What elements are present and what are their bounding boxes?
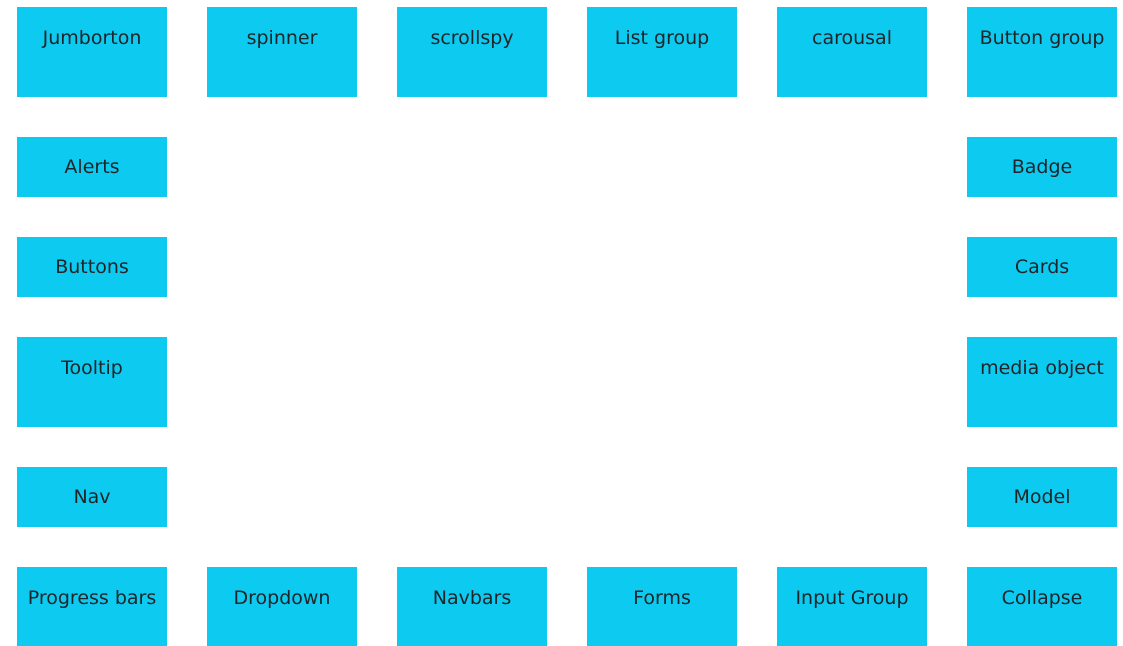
badge-tile[interactable]: Badge: [967, 137, 1117, 197]
model-tile[interactable]: Model: [967, 467, 1117, 527]
input-group-tile[interactable]: Input Group: [777, 567, 927, 646]
cards-tile[interactable]: Cards: [967, 237, 1117, 297]
nav-tile[interactable]: Nav: [17, 467, 167, 527]
alerts-tile[interactable]: Alerts: [17, 137, 167, 197]
dropdown-tile[interactable]: Dropdown: [207, 567, 357, 646]
navbars-tile[interactable]: Navbars: [397, 567, 547, 646]
spinner-tile[interactable]: spinner: [207, 7, 357, 97]
buttons-tile[interactable]: Buttons: [17, 237, 167, 297]
media-object-tile[interactable]: media object: [967, 337, 1117, 427]
jumborton-tile[interactable]: Jumborton: [17, 7, 167, 97]
scrollspy-tile[interactable]: scrollspy: [397, 7, 547, 97]
tooltip-tile[interactable]: Tooltip: [17, 337, 167, 427]
carousal-tile[interactable]: carousal: [777, 7, 927, 97]
list-group-tile[interactable]: List group: [587, 7, 737, 97]
progress-bars-tile[interactable]: Progress bars: [17, 567, 167, 646]
collapse-tile[interactable]: Collapse: [967, 567, 1117, 646]
button-group-tile[interactable]: Button group: [967, 7, 1117, 97]
forms-tile[interactable]: Forms: [587, 567, 737, 646]
